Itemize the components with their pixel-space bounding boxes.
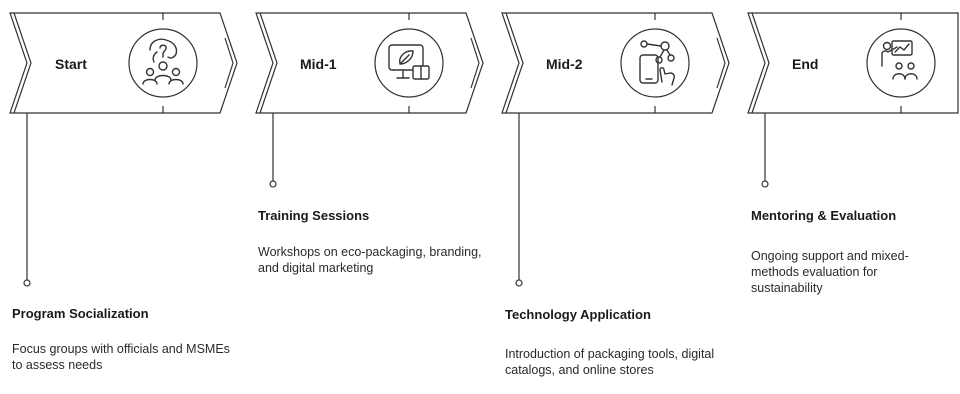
node-dot-mid-2 [515,279,523,287]
icon-circle-mid-2 [620,28,690,98]
node-dot-mid-1 [269,180,277,188]
connector-lines [26,113,766,280]
node-dot-start [23,279,31,287]
step-description-start: Focus groups with officials and MSMEs to… [12,342,230,372]
stage-arrow-mid-1 [255,12,484,114]
people-idea-icon [142,38,184,85]
step-description-mid-2: Introduction of packaging tools, digital… [505,347,715,377]
icon-circle-mid-1 [374,28,444,98]
stage-label-mid-2: Mid-2 [546,56,583,72]
step-title-start: Program Socialization [12,306,149,321]
mentor-presentation-icon [881,40,918,80]
step-title-mid-2: Technology Application [505,307,651,322]
stage-arrow-mid-2 [501,12,730,114]
stage-label-mid-1: Mid-1 [300,56,337,72]
stage-arrow-start [9,12,238,114]
phone-network-icon [639,40,675,86]
stage-arrow-end [747,12,959,114]
monitor-book-icon [388,44,430,80]
stage-label-start: Start [55,56,87,72]
step-title-end: Mentoring & Evaluation [751,208,897,223]
step-title-mid-1: Training Sessions [258,208,370,223]
step-description-end: Ongoing support and mixed-methods evalua… [751,249,909,295]
stage-label-end: End [792,56,819,72]
step-description-mid-1: Workshops on eco-packaging, branding, an… [258,245,482,275]
node-dot-end [761,180,769,188]
